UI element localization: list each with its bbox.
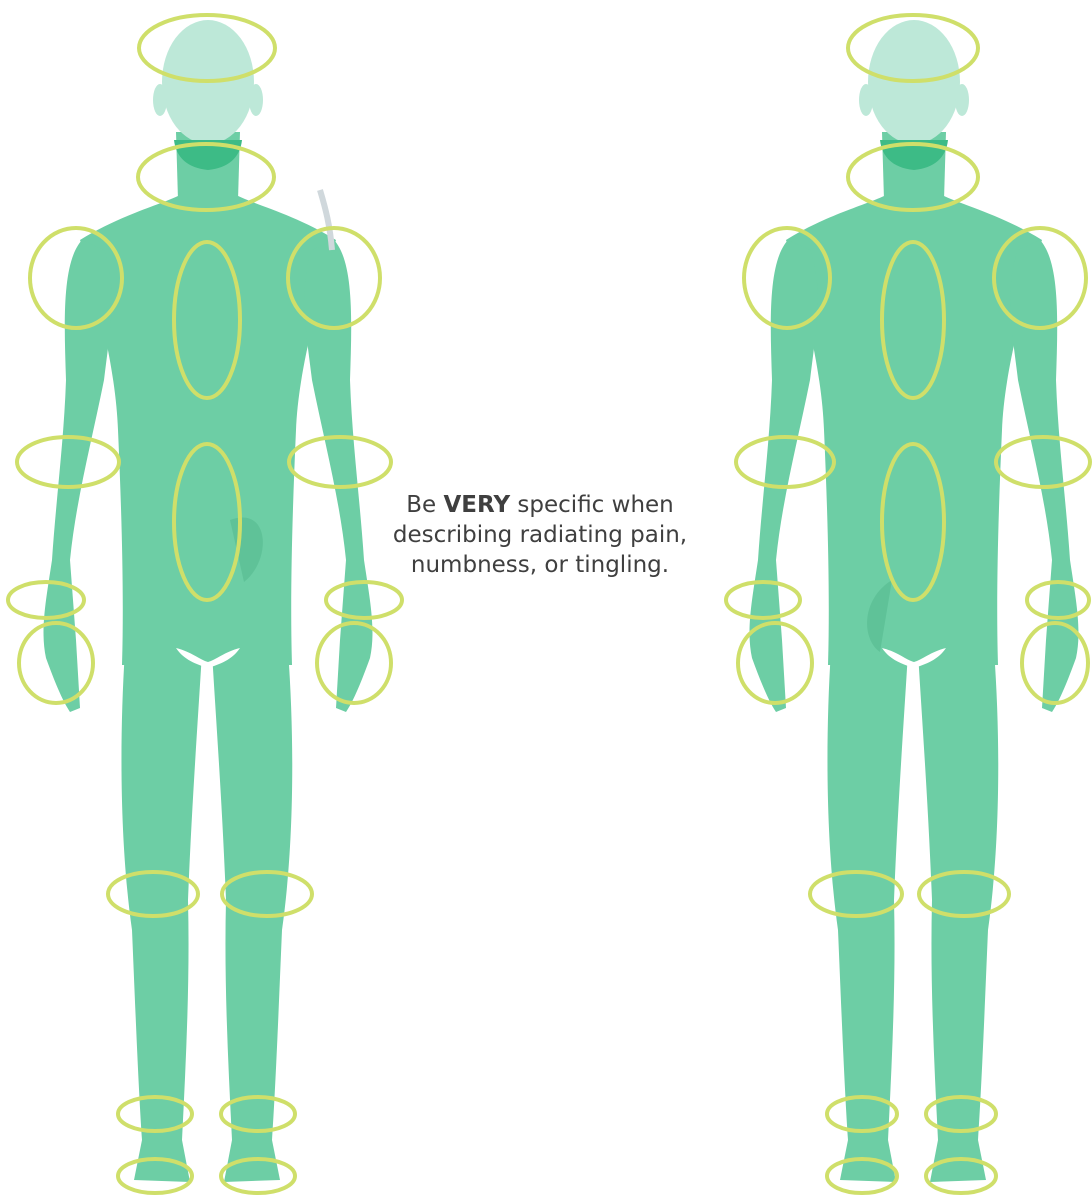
instruction-caption: Be VERY specific when describing radiati… [350,490,730,580]
caption-emphasis: VERY [443,492,510,518]
caption-lead: Be [406,492,443,518]
